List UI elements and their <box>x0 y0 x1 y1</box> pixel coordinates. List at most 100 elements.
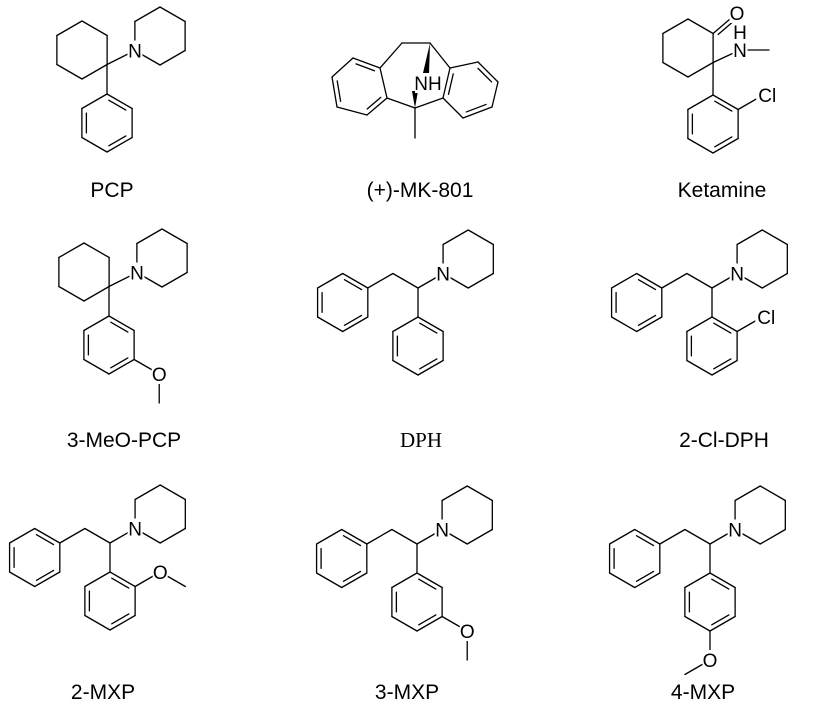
benzo-ring-right-bond <box>442 67 451 99</box>
cyclohexane-ring-bond <box>58 242 85 259</box>
benzyl-phenyl-ring-bond <box>342 272 369 289</box>
phenyl-ring-bond <box>416 572 443 589</box>
cyclohexane-ring-bond <box>81 63 108 80</box>
phenyl-ring-bond <box>108 315 135 332</box>
piperidine-ring-bond <box>761 272 788 289</box>
wedge-bond <box>412 91 418 108</box>
cyclohexanone-ring-bond <box>687 61 714 78</box>
atom-label-background <box>732 40 748 60</box>
atom-label-background <box>755 307 778 327</box>
atom-label-background <box>435 263 451 284</box>
phenyl-ring-bond <box>417 316 444 333</box>
bond <box>661 272 688 289</box>
atom-label-background <box>756 85 779 105</box>
phenyl-ring-bond <box>709 572 736 589</box>
benzyl-phenyl-ring-bond <box>610 272 638 289</box>
cyclohexane-ring-bond <box>83 285 110 302</box>
double-bond-inner-line <box>637 279 657 291</box>
benzyl-phenyl-ring-bond <box>634 528 661 545</box>
nitrogen-atom: N <box>733 41 747 62</box>
benzyl-phenyl-ring-bond <box>34 571 61 588</box>
chlorophenyl-ring-bond <box>687 137 714 154</box>
double-bond-inner-line <box>714 136 733 148</box>
atom-label-background <box>729 3 745 23</box>
nitrogen-atom: N <box>728 521 742 542</box>
benzyl-phenyl-ring-bond <box>342 316 369 333</box>
piperidine-ring-bond <box>136 228 163 245</box>
atom-label-background <box>434 519 450 540</box>
nitrogen-atom: N <box>128 520 142 541</box>
amine-nh-atom: NH <box>414 74 441 95</box>
phenyl-ring-bond <box>106 93 133 110</box>
benzyl-phenyl-ring-bond <box>608 572 636 589</box>
piperidine-ring-bond <box>734 485 761 502</box>
piperidine-ring-bond <box>159 6 186 23</box>
nitrogen-atom: N <box>435 521 449 542</box>
piperidine-ring-bond <box>467 272 494 289</box>
bond <box>686 272 713 289</box>
piperidine-ring-bond <box>466 528 493 545</box>
bond <box>386 97 416 109</box>
benzo-ring-right-bond <box>477 61 499 83</box>
cyclohexanone-ring-bond <box>662 61 689 78</box>
double-bond-inner-line <box>418 578 437 590</box>
piperidine-ring-bond <box>759 528 786 545</box>
double-bond-inner-line <box>711 614 730 626</box>
cyclohexane-ring-bond <box>83 242 110 259</box>
benzo-ring-left-bond <box>379 67 388 99</box>
piperidine-ring-bond <box>159 484 186 501</box>
piperidine-ring-bond <box>761 229 788 246</box>
phenyl-ring-bond <box>83 315 110 332</box>
phenyl-ring-bond <box>106 136 133 153</box>
atom-label-background <box>129 262 145 283</box>
atom-label-background <box>415 73 441 93</box>
double-bond-inner-line <box>635 570 655 582</box>
benzyl-phenyl-ring-bond <box>315 572 343 589</box>
atom-label-background <box>702 650 718 670</box>
phenyl-ring-bond <box>109 571 136 588</box>
atom-label-background <box>127 518 143 539</box>
nitrogen-atom: N <box>128 42 142 63</box>
molecule-labels: PCP (+)-MK-801 Ketamine 3-MeO-PCP DPH 2-… <box>67 179 769 704</box>
double-bond-inner-line <box>343 314 363 326</box>
double-bond-inner-line <box>355 63 376 72</box>
double-bond-inner-line <box>342 570 362 582</box>
phenyl-ring-bond <box>108 358 135 375</box>
double-bond-inner-line <box>447 73 454 95</box>
double-bond-inner-line <box>108 99 127 111</box>
double-bond-inner-line <box>111 577 130 589</box>
nitrogen-atom: N <box>436 265 450 286</box>
benzyl-phenyl-ring-bond <box>608 528 636 545</box>
bond <box>429 42 451 69</box>
oxygen-atom: O <box>460 622 475 643</box>
cyclohexanone-ring-bond <box>662 18 689 35</box>
double-bond-inner-line <box>713 358 732 370</box>
phenyl-ring-bond <box>711 359 738 376</box>
bond <box>84 527 111 544</box>
double-bond-inner-line <box>35 534 55 546</box>
bond <box>659 528 686 545</box>
bond-layer <box>8 6 788 676</box>
benzyl-phenyl-ring-bond <box>636 272 663 289</box>
atom-label-background <box>734 22 746 42</box>
chlorophenyl-ring-bond <box>712 94 739 111</box>
double-bond-inner-line <box>477 67 493 83</box>
double-bond-inner-line <box>111 613 130 625</box>
chlorophenyl-ring-bond <box>687 94 714 111</box>
benzo-ring-right-bond <box>442 97 464 119</box>
bond <box>391 528 418 545</box>
label-pcp: PCP <box>90 179 133 202</box>
phenyl-ring-bond <box>81 136 108 153</box>
benzyl-phenyl-ring-bond <box>34 527 61 544</box>
bond <box>684 528 711 545</box>
phenyl-ring-bond <box>109 614 136 631</box>
piperidine-ring-bond <box>736 229 763 246</box>
double-bond-inner-line <box>419 358 438 370</box>
bond <box>379 42 403 69</box>
nitrogen-atom: N <box>130 264 144 285</box>
benzo-ring-left-bond <box>366 97 388 116</box>
oxygen-atom: O <box>703 651 718 672</box>
chlorine-atom: Cl <box>758 86 776 107</box>
chlorophenyl-ring-bond <box>712 137 739 154</box>
